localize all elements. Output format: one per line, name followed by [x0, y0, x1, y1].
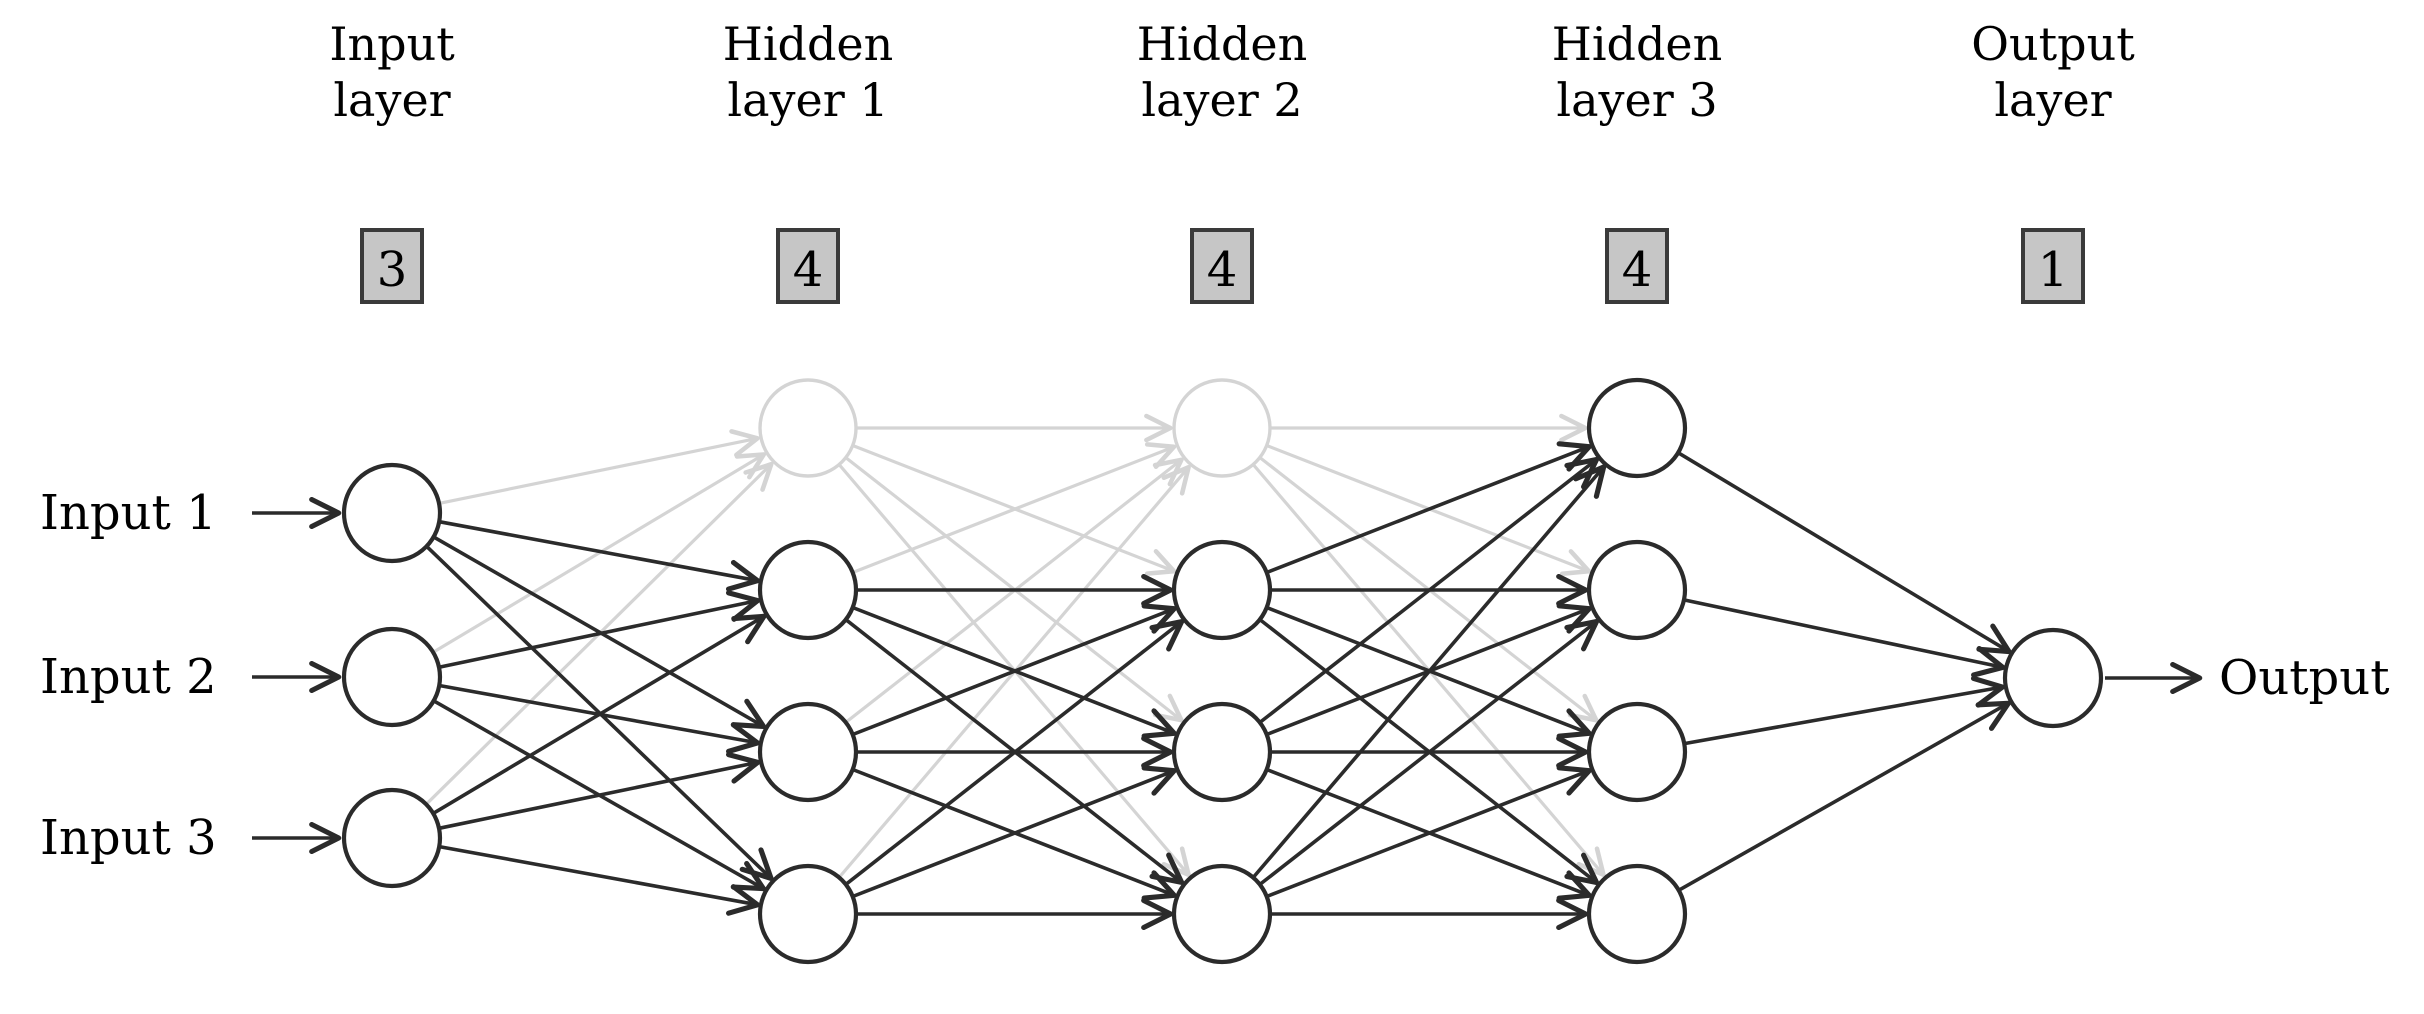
neuron-hidden1-3[interactable]	[757, 701, 859, 803]
unit-count-badge-hidden3: 4	[1605, 228, 1669, 304]
layer-header-line1: Input	[329, 17, 455, 71]
unit-count-badge-hidden1: 4	[776, 228, 840, 304]
neuron-input-1[interactable]	[341, 462, 443, 564]
edge	[1258, 456, 1600, 724]
edge	[432, 613, 767, 815]
edge	[1258, 456, 1599, 723]
neuron-hidden3-2[interactable]	[1586, 539, 1688, 641]
unit-count-badge-hidden2: 4	[1190, 228, 1254, 304]
layer-header-line1: Hidden	[722, 17, 894, 71]
io-arrows	[252, 496, 2203, 855]
neuron-input-2[interactable]	[341, 626, 443, 728]
layer-header-line1: Output	[1971, 17, 2135, 71]
edge	[1251, 464, 1607, 879]
edge	[844, 456, 1184, 723]
layer-header-line2: layer	[333, 73, 451, 127]
edge	[1683, 675, 2006, 746]
layer-header-line2: layer 3	[1556, 73, 1718, 127]
edge	[844, 619, 1185, 886]
edge	[852, 765, 1177, 899]
edge	[432, 535, 767, 730]
neuron-hidden1-4[interactable]	[757, 863, 859, 965]
neuron-hidden3-1[interactable]	[1586, 377, 1688, 479]
edge	[844, 457, 1184, 724]
input-label-2: Input 2	[40, 649, 217, 705]
edge	[1258, 618, 1600, 886]
unit-count-badge-output: 1	[2021, 228, 2085, 304]
edge	[1258, 618, 1600, 886]
layer-header-line2: layer	[1994, 73, 2112, 127]
edge	[438, 752, 761, 831]
edge	[438, 590, 761, 669]
neuron-hidden3-4[interactable]	[1586, 863, 1688, 965]
neuron-hidden2-1[interactable]	[1172, 378, 1272, 478]
edge	[1266, 444, 1592, 577]
edge	[852, 603, 1177, 737]
nodes	[341, 377, 2104, 965]
edge	[1266, 765, 1592, 899]
edge	[852, 767, 1177, 901]
edge	[1266, 605, 1592, 739]
edge	[1266, 441, 1592, 575]
edge	[852, 444, 1177, 576]
output-label: Output	[2219, 650, 2390, 706]
unit-count-badge-input: 3	[360, 228, 424, 304]
edges-active	[425, 441, 2012, 931]
neuron-output-1[interactable]	[2002, 627, 2104, 729]
edge	[438, 844, 761, 916]
edge	[844, 618, 1185, 885]
neuron-input-3[interactable]	[341, 787, 443, 889]
neuron-hidden3-3[interactable]	[1586, 701, 1688, 803]
edge	[432, 452, 767, 654]
neuron-hidden2-2[interactable]	[1171, 539, 1273, 641]
layer-header-line1: Hidden	[1136, 17, 1308, 71]
edge	[1266, 767, 1592, 901]
edge	[852, 442, 1177, 574]
neuron-hidden2-4[interactable]	[1171, 863, 1273, 965]
input-label-3: Input 3	[40, 810, 217, 866]
edge	[425, 545, 774, 881]
edge	[1683, 598, 2006, 678]
neuron-hidden1-1[interactable]	[758, 378, 858, 478]
edges-faded	[425, 413, 1606, 879]
edge	[438, 429, 760, 505]
input-label-1: Input 1	[40, 485, 217, 541]
edge	[1677, 451, 2012, 655]
edge	[852, 605, 1177, 739]
layer-header-line1: Hidden	[1551, 17, 1723, 71]
layer-header-line2: layer 2	[1141, 73, 1303, 127]
neuron-hidden2-3[interactable]	[1171, 701, 1273, 803]
neuron-hidden1-2[interactable]	[757, 539, 859, 641]
edge	[438, 519, 761, 592]
edge	[1677, 700, 2011, 892]
layer-header-line2: layer 1	[727, 73, 889, 127]
